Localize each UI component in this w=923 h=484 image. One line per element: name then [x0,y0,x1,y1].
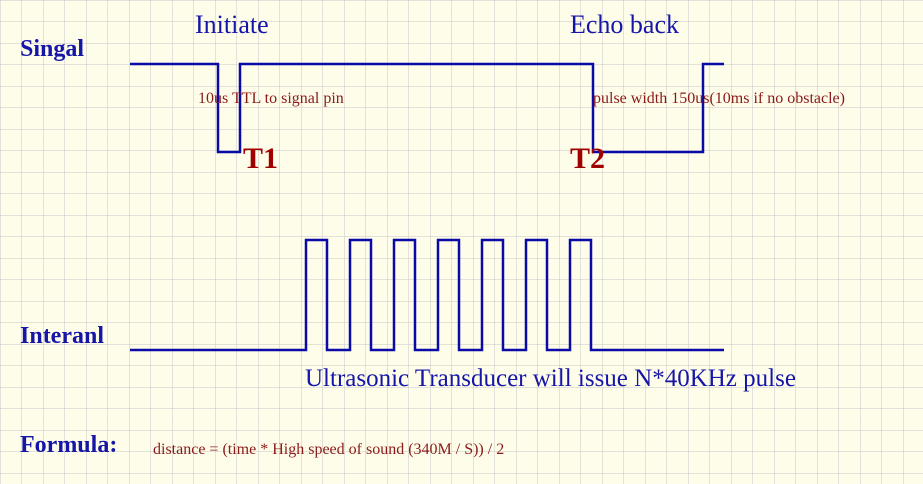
signal-label: Singal [20,36,84,62]
echo-back-label: Echo back [570,10,679,39]
t2-marker: T2 [570,142,605,175]
signal-waveform [130,62,724,154]
internal-waveform [130,238,724,352]
t1-marker: T1 [243,142,278,175]
initiate-label: Initiate [195,10,269,39]
internal-label: Interanl [20,323,104,349]
formula-text: distance = (time * High speed of sound (… [153,441,504,458]
formula-label: Formula: [20,432,117,458]
pulse-width-note: pulse width 150us(10ms if no obstacle) [593,90,845,107]
ttl-note: 10us TTL to signal pin [198,90,344,107]
transducer-note: Ultrasonic Transducer will issue N*40KHz… [305,365,796,392]
